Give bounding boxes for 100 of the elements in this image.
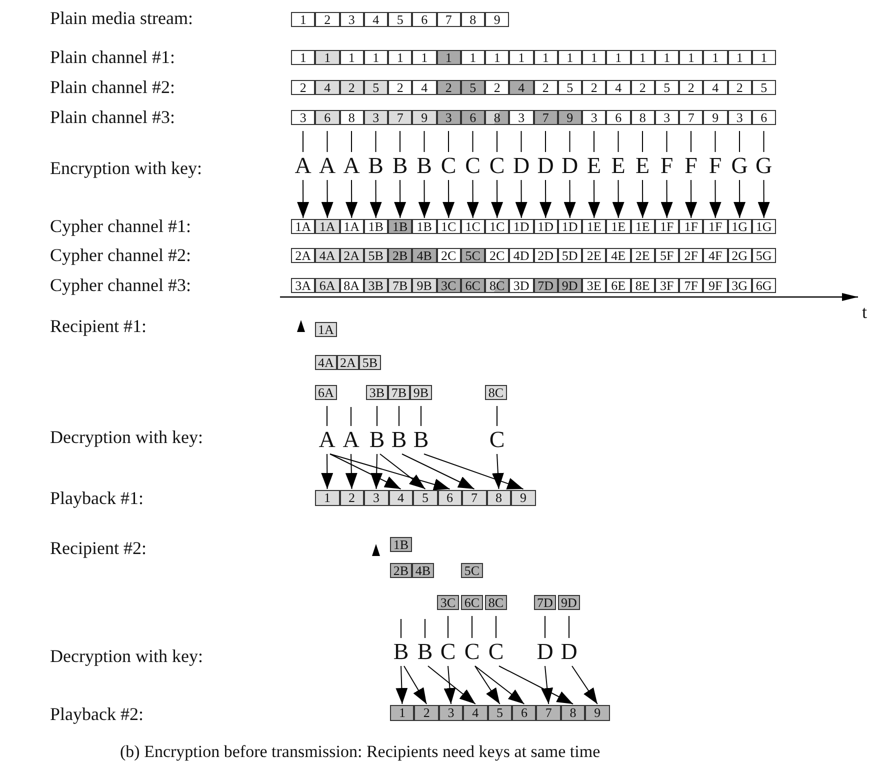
connector-line [520, 130, 522, 152]
packet-cell: 5 [364, 80, 388, 95]
arrow [466, 180, 479, 218]
packet-cell: 1 [752, 50, 776, 65]
packet-cell: 1E [606, 219, 630, 234]
connector-line [420, 406, 422, 426]
packet-cell: 1G [752, 219, 776, 234]
key-letter: C [439, 640, 457, 664]
arrow [321, 180, 334, 218]
packet-cell: 1 [728, 50, 752, 65]
packet-cell: 1 [364, 50, 388, 65]
packet-cell: 1D [509, 219, 534, 234]
packet-cell: 4A [315, 355, 337, 370]
key-letter: B [366, 154, 385, 178]
packet-cell: 1D [558, 219, 582, 234]
packet-cell: 1D [534, 219, 558, 234]
packet-cell: 2B [390, 563, 412, 578]
packet-cell: 1 [534, 50, 558, 65]
packet-cell: 5B [359, 355, 381, 370]
connector-line [618, 130, 619, 152]
packet-cell: 5F [654, 248, 679, 263]
key-letter: D [560, 640, 578, 664]
packet-cell: 3 [436, 110, 461, 125]
packet-cell: 6 [460, 110, 485, 125]
packet-cell: 3B [366, 385, 388, 400]
packet-cell: 8E [630, 278, 655, 293]
connector-line [351, 130, 352, 152]
arrow [541, 666, 554, 704]
packet-cell: 2 [485, 80, 510, 95]
packet-cell: 9B [412, 278, 436, 293]
packet-cell: 4 [388, 490, 413, 506]
connector-line [375, 130, 376, 152]
packet-cell: 1B [412, 219, 436, 234]
packet-cell: 4 [509, 80, 534, 95]
packet-cell: 1 [315, 50, 340, 65]
packet-cell: 6 [315, 110, 340, 125]
packet-cell: 5 [388, 12, 412, 27]
key-letter: B [390, 428, 408, 452]
key-letter: C [440, 154, 458, 178]
connector-line [690, 130, 692, 152]
packet-cell: 2C [485, 248, 510, 263]
connector-line [448, 130, 449, 152]
packet-cell: 1 [558, 50, 582, 65]
packet-cell: 2 [630, 80, 655, 95]
row-label: Recipient #1: [50, 316, 146, 336]
connector-line [496, 130, 498, 152]
connector-line [376, 406, 378, 426]
packet-cell: 3C [437, 595, 459, 610]
packet-cell: 3G [728, 278, 752, 293]
arrow [402, 454, 475, 490]
packet-cell: 2A [337, 355, 359, 370]
packet-cell: 4D [509, 248, 534, 263]
connector-line [496, 406, 498, 426]
arrow [572, 666, 598, 704]
packet-cell: 8 [630, 110, 655, 125]
packet-cell: 7D [534, 595, 556, 610]
packet-cell: 2E [630, 248, 655, 263]
row-label: Plain channel #2: [50, 77, 175, 97]
connector-line [642, 130, 643, 152]
connector-line [544, 616, 546, 638]
packet-cell: 1 [460, 50, 485, 65]
key-letter: A [342, 428, 360, 452]
packet-cell: 3B [364, 278, 388, 293]
key-letter: F [706, 154, 724, 178]
packet-cell: 3 [340, 12, 364, 27]
packet-cell: 3F [654, 278, 679, 293]
packet-cell: 1 [340, 50, 364, 65]
connector-line [568, 616, 570, 638]
arrow [474, 666, 500, 704]
packet-cell: 3C [436, 278, 461, 293]
arrow [424, 454, 524, 490]
arrow [515, 180, 528, 218]
packet-cell: 6 [438, 490, 462, 506]
packet-cell: 6E [606, 278, 630, 293]
connector-line [398, 406, 400, 426]
packet-cell: 4 [703, 80, 728, 95]
packet-cell: 1F [679, 219, 704, 234]
packet-cell: 9 [412, 110, 436, 125]
packet-cell: 2 [582, 80, 606, 95]
caption: (b) Encryption before transmission: Recipients need keys at same time [120, 742, 600, 762]
packet-cell: 6G [752, 278, 776, 293]
packet-cell: 9 [585, 705, 610, 721]
packet-cell: 2G [728, 248, 752, 263]
connector-line [326, 406, 328, 426]
packet-cell: 1F [654, 219, 679, 234]
arrow [498, 666, 574, 704]
connector-line [763, 130, 764, 152]
packet-cell: 9D [558, 278, 582, 293]
packet-cell: 5 [488, 705, 512, 721]
packet-cell: 3 [364, 110, 388, 125]
packet-cell: 3 [654, 110, 679, 125]
packet-cell: 2F [679, 248, 704, 263]
packet-cell: 1F [703, 219, 728, 234]
packet-cell: 3 [509, 110, 534, 125]
packet-cell: 2 [414, 705, 439, 721]
key-letter: C [463, 640, 481, 664]
packet-cell: 4B [412, 563, 434, 578]
key-letter: F [682, 154, 700, 178]
packet-cell: 2B [388, 248, 412, 263]
packet-cell: 7D [534, 278, 558, 293]
